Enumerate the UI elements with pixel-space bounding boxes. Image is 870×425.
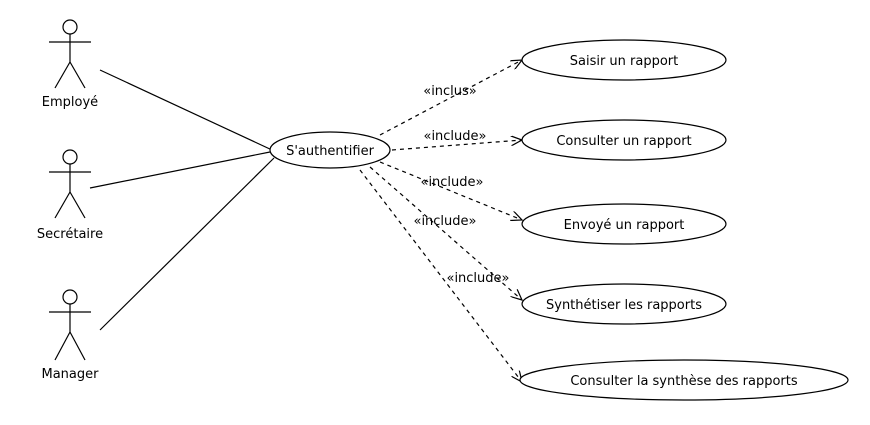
- relation-line-synthetiser: [369, 166, 522, 300]
- use-case-label-authentifier: S'authentifier: [286, 144, 375, 159]
- association-secretaire: [89, 151, 271, 189]
- use-case-label-saisir: Saisir un rapport: [570, 54, 679, 69]
- relation-line-saisir: [379, 60, 522, 136]
- actor-label-secretaire: Secrétaire: [37, 227, 103, 242]
- relation-label-consulter-synthese: «include»: [446, 271, 509, 286]
- actor-secretaire: Secrétaire: [37, 149, 103, 242]
- actor-employe: Employé: [42, 19, 98, 110]
- relation-label-saisir: «inclus»: [423, 84, 477, 99]
- actor-label-manager: Manager: [42, 367, 100, 382]
- relation-line-envoyer: [379, 161, 522, 220]
- use-case-label-envoyer: Envoyé un rapport: [564, 218, 685, 233]
- use-case-consulter: Consulter un rapport: [521, 119, 727, 161]
- relation-label-envoyer: «include»: [420, 175, 483, 190]
- use-case-synthetiser: Synthétiser les rapports: [521, 283, 727, 325]
- relation-label-synthetiser: «include»: [413, 214, 476, 229]
- use-case-label-consulter-synthese: Consulter la synthèse des rapports: [570, 374, 797, 389]
- actor-manager: Manager: [42, 289, 100, 382]
- use-case-label-synthetiser: Synthétiser les rapports: [546, 298, 702, 313]
- use-case-label-consulter: Consulter un rapport: [556, 134, 691, 149]
- association-manager: [99, 157, 275, 331]
- association-employe: [99, 69, 273, 151]
- relation-line-consulter: [391, 140, 522, 151]
- actor-label-employe: Employé: [42, 95, 98, 110]
- use-case-authentifier: S'authentifier: [269, 131, 391, 169]
- use-case-consulter-synthese: Consulter la synthèse des rapports: [519, 359, 849, 401]
- relation-label-consulter: «include»: [423, 129, 486, 144]
- use-case-envoyer: Envoyé un rapport: [521, 203, 727, 245]
- use-case-saisir: Saisir un rapport: [521, 39, 727, 81]
